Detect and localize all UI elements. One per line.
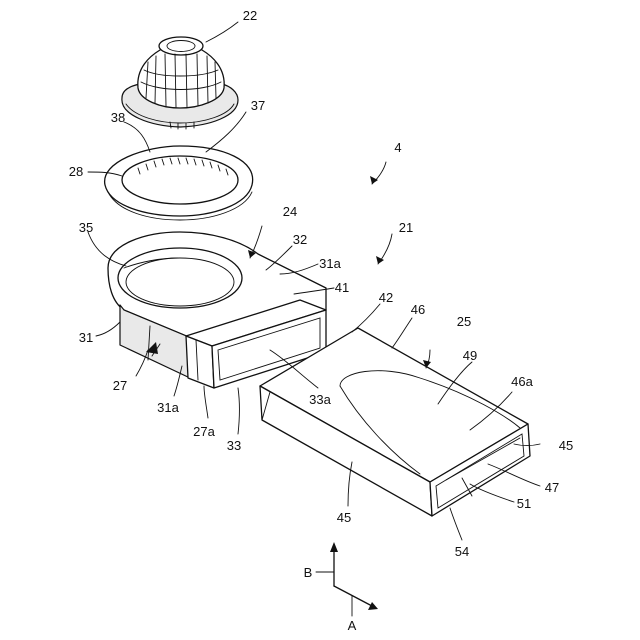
label-32: 32 <box>293 232 307 247</box>
label-31a-top: 31a <box>319 256 341 271</box>
label-45-right: 45 <box>559 438 573 453</box>
label-42: 42 <box>379 290 393 305</box>
label-22: 22 <box>243 8 257 23</box>
direction-indicator <box>316 542 378 616</box>
label-38: 38 <box>111 110 125 125</box>
label-27a: 27a <box>193 424 215 439</box>
elbow-part-24 <box>108 232 326 388</box>
label-46: 46 <box>411 302 425 317</box>
label-24: 24 <box>283 204 297 219</box>
label-28: 28 <box>69 164 83 179</box>
direction-label-b: B <box>304 565 313 580</box>
label-45-bottom: 45 <box>337 510 351 525</box>
label-31a-bottom: 31a <box>157 400 179 415</box>
label-33a: 33a <box>309 392 331 407</box>
label-4: 4 <box>394 140 401 155</box>
label-31: 31 <box>79 330 93 345</box>
label-35: 35 <box>79 220 93 235</box>
label-41: 41 <box>335 280 349 295</box>
label-47: 47 <box>545 480 559 495</box>
label-49: 49 <box>463 348 477 363</box>
label-25: 25 <box>457 314 471 329</box>
label-54: 54 <box>455 544 469 559</box>
ring-part-28 <box>105 146 253 220</box>
direction-labels: B A <box>304 565 357 633</box>
cap-part-22 <box>122 37 238 129</box>
direction-label-a: A <box>348 618 357 633</box>
label-21: 21 <box>399 220 413 235</box>
label-46a: 46a <box>511 374 533 389</box>
label-27: 27 <box>113 378 127 393</box>
label-37: 37 <box>251 98 265 113</box>
label-33: 33 <box>227 438 241 453</box>
label-51: 51 <box>517 496 531 511</box>
